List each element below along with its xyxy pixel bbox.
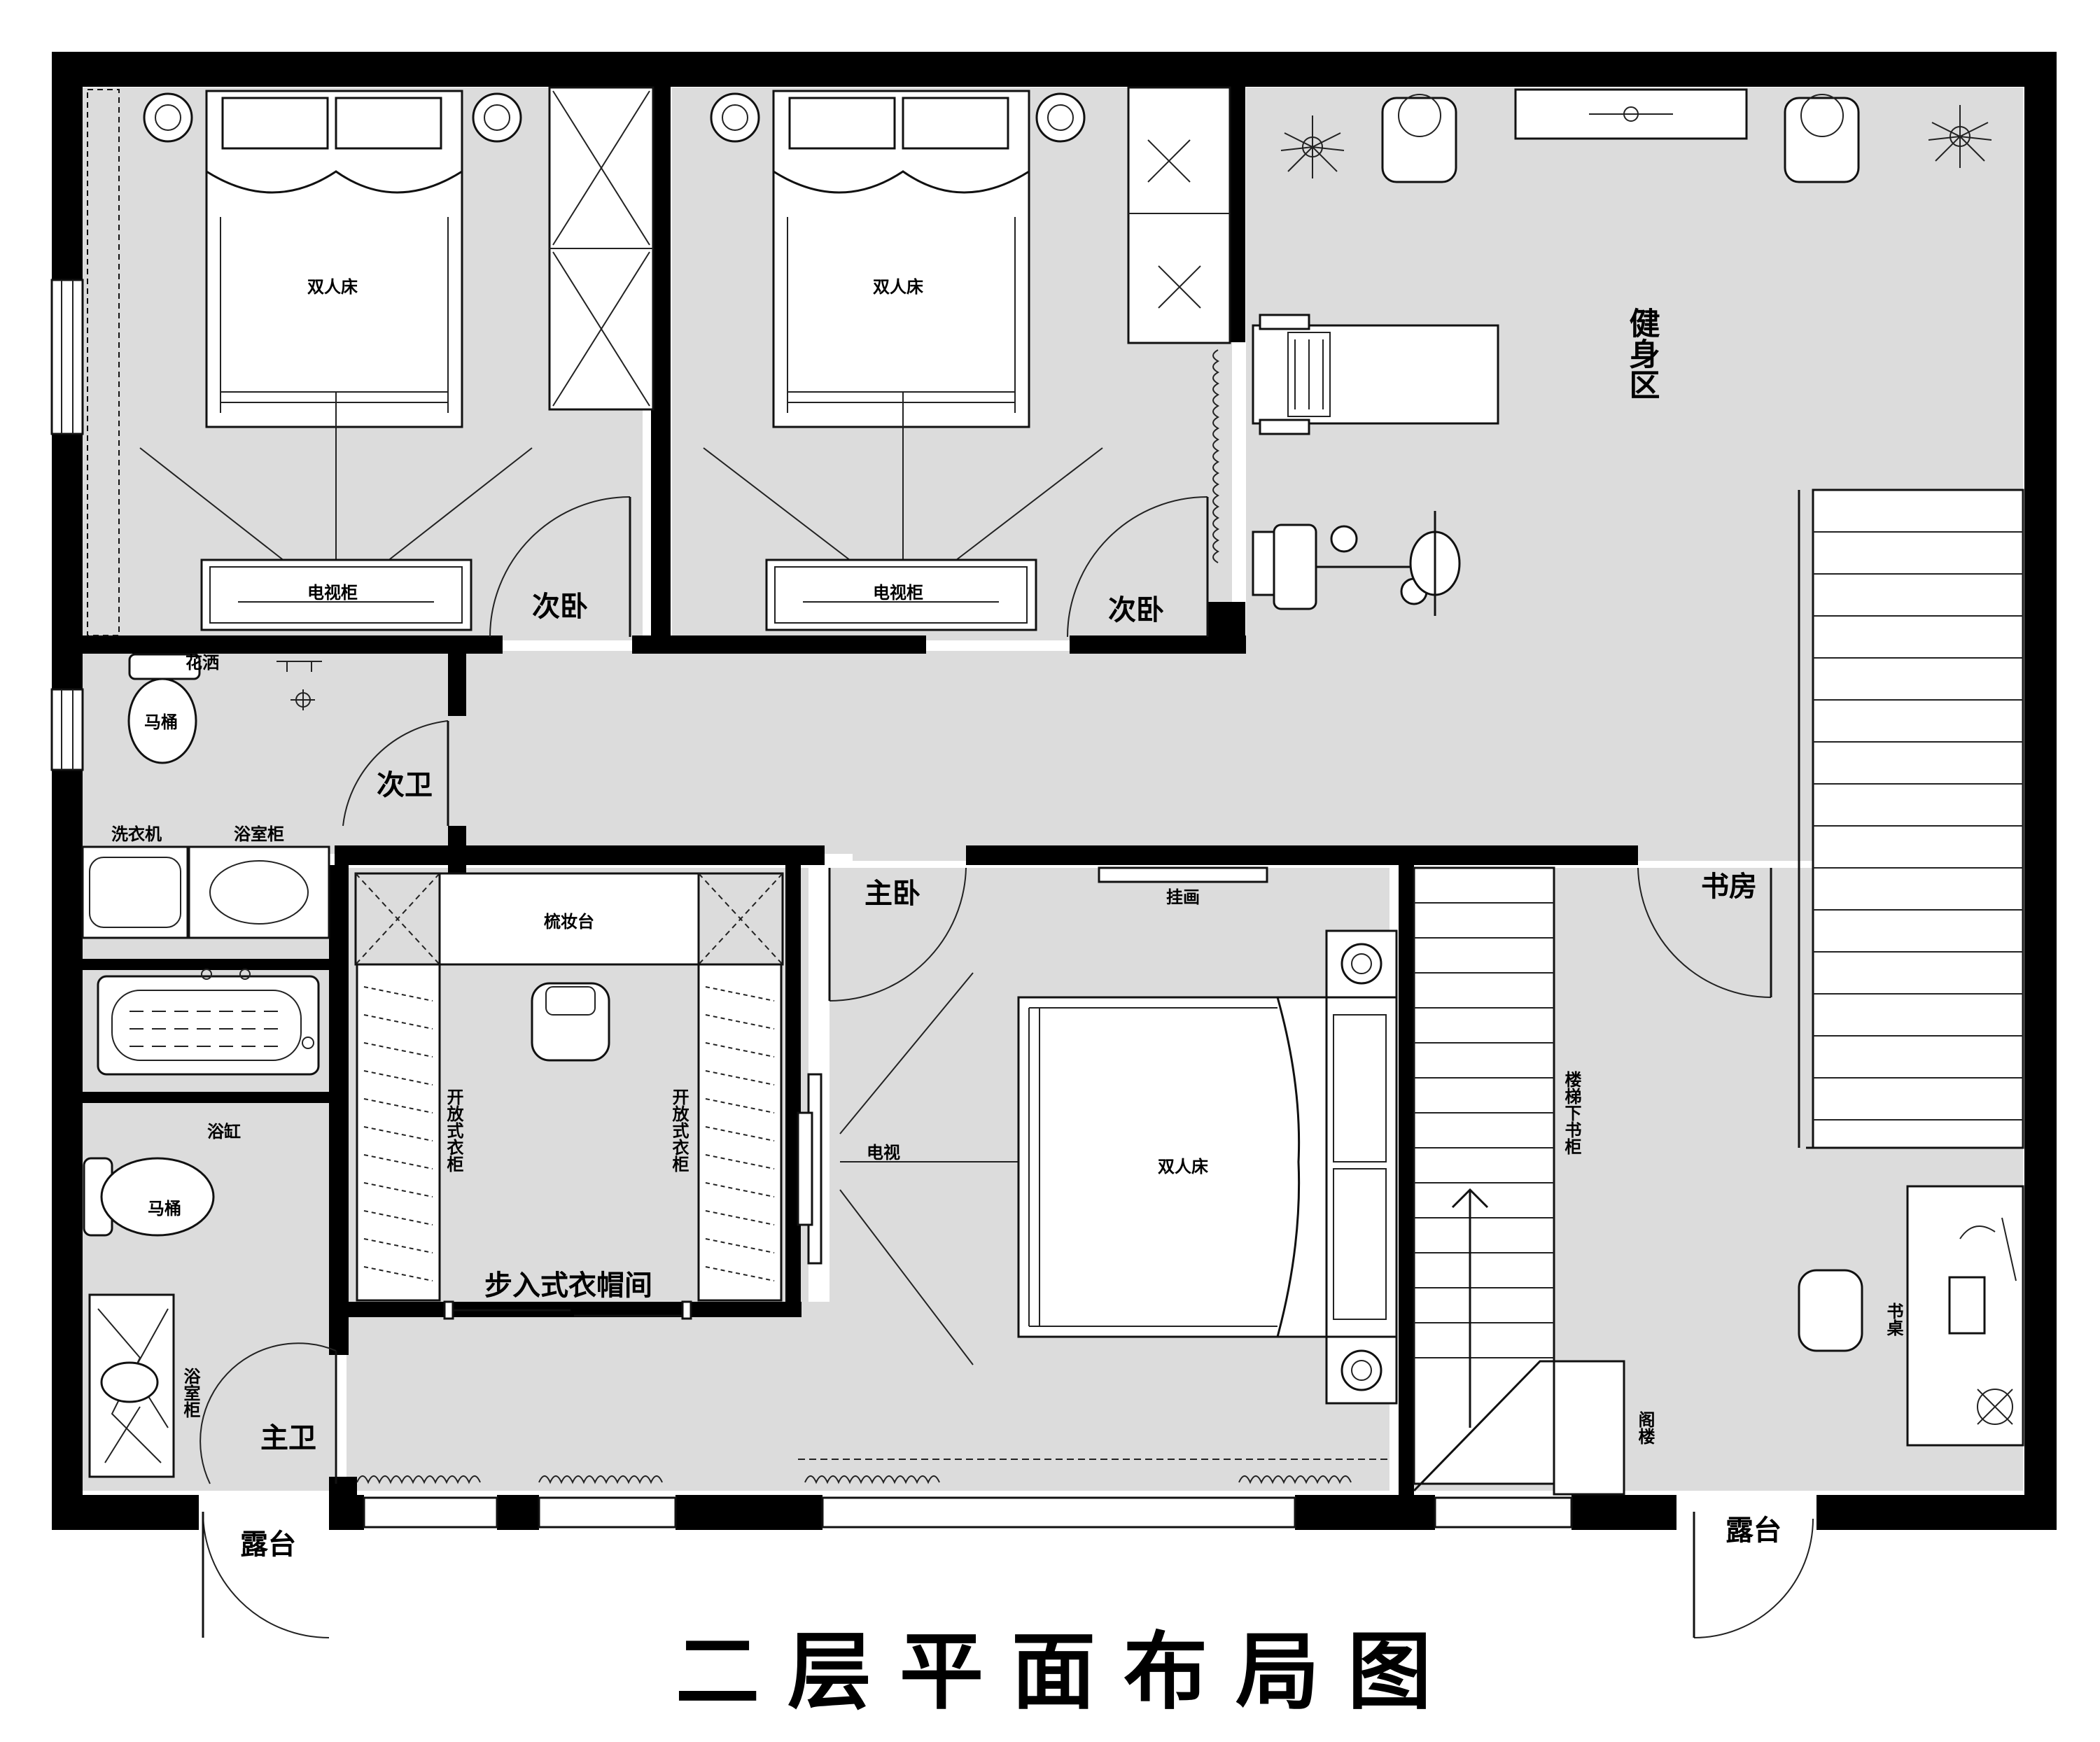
bed-label-master: 双人床 xyxy=(1158,1157,1208,1176)
room-study: 书房 xyxy=(1701,871,1757,903)
master-bathroom xyxy=(83,969,337,1484)
bath-cabinet-label-2: 浴室柜 xyxy=(181,1368,200,1419)
tv-cabinet-label-1: 电视柜 xyxy=(307,583,358,603)
room-secondary-bedroom-2: 次卧 xyxy=(1108,594,1164,626)
study xyxy=(1637,867,2024,1447)
room-walk-in-closet: 步入式衣帽间 xyxy=(484,1270,652,1302)
open-wardrobe-label-1: 开放式衣柜 xyxy=(444,1088,464,1173)
master-bedroom xyxy=(797,866,1398,1405)
shower-label: 花洒 xyxy=(186,653,219,673)
secondary-bathroom xyxy=(81,653,449,939)
room-attic: 阁楼 xyxy=(1635,1410,1655,1445)
room-terrace-right: 露台 xyxy=(1726,1515,1782,1547)
bedroom-2 xyxy=(703,86,1231,638)
bookcase-under-stairs-label: 楼梯下书柜 xyxy=(1562,1071,1581,1156)
bottom-windows xyxy=(356,1459,1573,1529)
bathtub-label: 浴缸 xyxy=(207,1122,241,1142)
walls xyxy=(52,52,2057,1530)
exercise-bike-icon xyxy=(1252,511,1461,616)
washing-machine-label: 洗衣机 xyxy=(111,824,162,844)
bedroom-1 xyxy=(139,86,654,638)
plan-title: 二层平面布局图 xyxy=(676,1622,1460,1721)
open-wardrobe-label-2: 开放式衣柜 xyxy=(669,1088,690,1173)
staircase xyxy=(1413,489,2024,1496)
gym-area xyxy=(1252,88,1992,616)
desk-label: 书桌 xyxy=(1884,1302,1903,1336)
room-master-bedroom: 主卧 xyxy=(864,878,920,910)
toilet-label-2: 马桶 xyxy=(148,1199,181,1218)
walk-in-closet xyxy=(354,872,784,1320)
dressing-table-label: 梳妆台 xyxy=(544,912,594,932)
bed-label-1: 双人床 xyxy=(307,277,358,297)
left-windows xyxy=(50,89,120,771)
bed-label-2: 双人床 xyxy=(873,277,923,297)
toilet-label-1: 马桶 xyxy=(144,712,178,732)
painting-label: 挂画 xyxy=(1166,887,1200,907)
tv-cabinet-label-2: 电视柜 xyxy=(873,583,923,603)
bath-cabinet-label-1: 浴室柜 xyxy=(234,824,284,844)
plant-icon xyxy=(1280,115,1345,178)
room-master-bath: 主卫 xyxy=(260,1422,316,1454)
room-gym: 健身区 xyxy=(1624,307,1660,400)
terraces xyxy=(202,1511,1814,1638)
tv-label: 电视 xyxy=(867,1143,900,1162)
room-secondary-bath: 次卫 xyxy=(377,769,433,801)
plant-icon xyxy=(1928,105,1992,168)
treadmill-icon xyxy=(1252,314,1499,435)
room-secondary-bedroom-1: 次卧 xyxy=(532,591,588,623)
room-terrace-left: 露台 xyxy=(240,1529,296,1561)
